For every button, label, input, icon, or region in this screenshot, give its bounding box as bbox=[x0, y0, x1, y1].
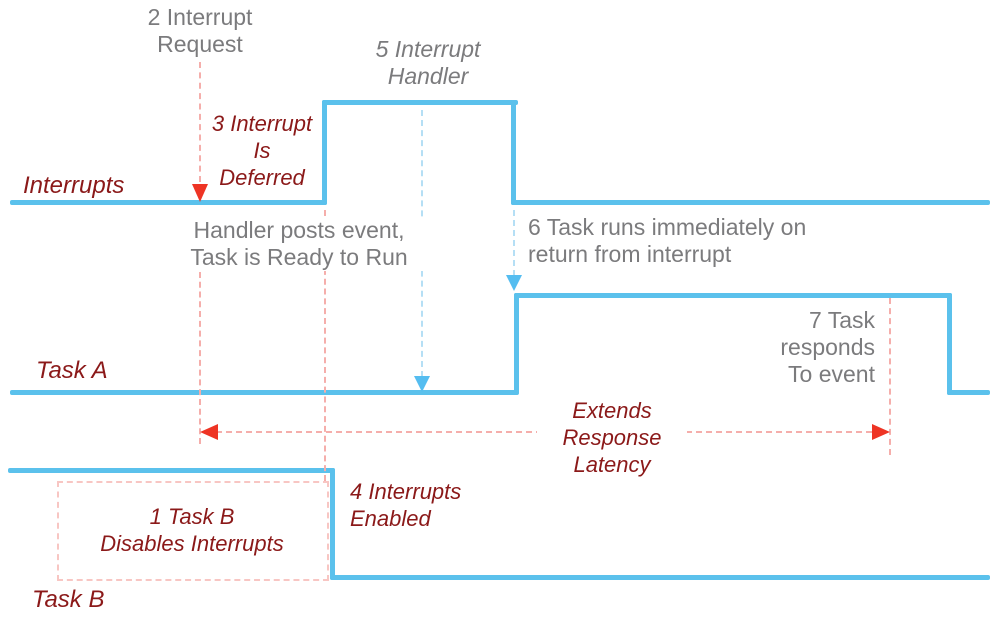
task-a-falling-edge bbox=[947, 293, 952, 395]
interrupt-request-guide-line-lower bbox=[199, 272, 201, 444]
latency-span-left-arrow-icon bbox=[200, 424, 218, 440]
task-b-high-segment bbox=[8, 468, 335, 473]
row-label-task-b: Task B bbox=[32, 586, 105, 613]
annotation-handler-posts: Handler posts event, Task is Ready to Ru… bbox=[149, 217, 449, 271]
annotation-task-b-disables: 1 Task B Disables Interrupts bbox=[100, 504, 284, 556]
task-a-low-right-segment bbox=[947, 390, 990, 395]
row-label-task-a: Task A bbox=[36, 357, 108, 384]
task-a-high-segment bbox=[514, 293, 952, 298]
disable-interrupts-region-box bbox=[57, 481, 329, 581]
task-response-guide-line bbox=[889, 298, 891, 455]
task-a-low-left-segment bbox=[10, 390, 518, 395]
annotation-task-runs: 6 Task runs immediately on return from i… bbox=[528, 214, 807, 267]
task-b-falling-edge bbox=[330, 468, 335, 580]
annotation-interrupt-request: 2 Interrupt Request bbox=[147, 4, 253, 57]
task-ready-arrow-icon bbox=[414, 376, 430, 392]
interrupts-low-right-segment bbox=[511, 200, 990, 205]
task-b-low-segment bbox=[330, 575, 990, 580]
interrupts-high-segment bbox=[322, 100, 518, 105]
annotation-task-responds: 7 Task responds To event bbox=[780, 307, 875, 387]
latency-span-right-arrow-icon bbox=[872, 424, 890, 440]
annotation-interrupts-enabled: 4 Interrupts Enabled bbox=[350, 479, 462, 531]
annotation-interrupt-deferred: 3 Interrupt Is Deferred bbox=[211, 111, 313, 190]
row-label-interrupts: Interrupts bbox=[23, 172, 125, 199]
task-runs-arrow-icon bbox=[506, 275, 522, 291]
interrupt-request-arrow-icon bbox=[192, 184, 208, 202]
annotation-extends-latency: Extends Response Latency bbox=[537, 397, 687, 478]
return-from-interrupt-guide-line bbox=[513, 210, 515, 276]
interrupts-rising-edge bbox=[322, 100, 327, 205]
task-a-rising-edge bbox=[514, 293, 519, 395]
annotation-interrupt-handler: 5 Interrupt Handler bbox=[375, 36, 481, 89]
interrupt-request-guide-line-upper bbox=[199, 62, 201, 182]
interrupts-falling-edge bbox=[511, 100, 516, 205]
interrupts-low-left-segment bbox=[10, 200, 327, 205]
interrupts-enabled-guide-line bbox=[324, 210, 326, 481]
